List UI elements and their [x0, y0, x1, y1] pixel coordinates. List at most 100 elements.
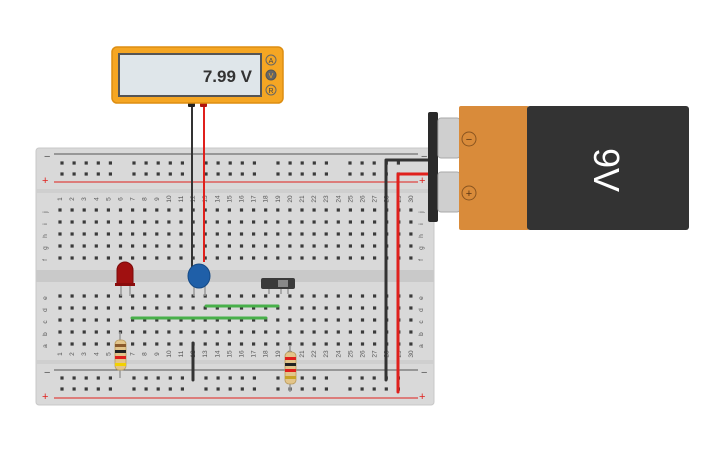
breadboard-hole[interactable] — [300, 294, 304, 298]
breadboard-hole[interactable] — [312, 172, 316, 176]
breadboard-hole[interactable] — [288, 244, 292, 248]
breadboard-hole[interactable] — [324, 220, 328, 224]
breadboard-hole[interactable] — [106, 318, 110, 322]
breadboard-hole[interactable] — [360, 232, 365, 236]
breadboard-hole[interactable] — [179, 318, 183, 322]
breadboard-hole[interactable] — [300, 342, 304, 346]
breadboard-hole[interactable] — [288, 318, 292, 322]
breadboard-hole[interactable] — [132, 172, 136, 176]
breadboard-hole[interactable] — [312, 232, 316, 236]
breadboard-hole[interactable] — [179, 330, 183, 334]
breadboard-hole[interactable] — [94, 330, 98, 334]
breadboard-hole[interactable] — [276, 330, 280, 334]
breadboard-hole[interactable] — [360, 161, 364, 165]
breadboard-hole[interactable] — [288, 342, 292, 346]
breadboard-hole[interactable] — [191, 208, 195, 212]
breadboard-hole[interactable] — [179, 208, 183, 212]
breadboard-hole[interactable] — [144, 387, 148, 391]
breadboard-hole[interactable] — [348, 244, 352, 248]
breadboard-hole[interactable] — [276, 387, 280, 391]
breadboard-hole[interactable] — [191, 330, 195, 334]
breadboard-hole[interactable] — [131, 318, 135, 322]
breadboard-hole[interactable] — [167, 244, 171, 248]
breadboard-hole[interactable] — [372, 172, 376, 176]
breadboard-hole[interactable] — [373, 294, 377, 298]
breadboard-hole[interactable] — [204, 376, 208, 380]
mode-button-a[interactable]: A — [265, 54, 277, 66]
breadboard-hole[interactable] — [106, 244, 110, 248]
breadboard-hole[interactable] — [324, 161, 328, 165]
breadboard-hole[interactable] — [264, 318, 268, 322]
breadboard-hole[interactable] — [203, 342, 207, 346]
breadboard-hole[interactable] — [204, 387, 208, 391]
breadboard-hole[interactable] — [300, 387, 304, 391]
breadboard-hole[interactable] — [252, 244, 256, 248]
breadboard-hole[interactable] — [131, 294, 135, 298]
breadboard-hole[interactable] — [132, 376, 136, 380]
breadboard-hole[interactable] — [215, 318, 219, 322]
breadboard-hole[interactable] — [324, 172, 328, 176]
breadboard-hole[interactable] — [288, 256, 292, 260]
breadboard-hole[interactable] — [70, 330, 74, 334]
breadboard-hole[interactable] — [70, 256, 74, 260]
breadboard-hole[interactable] — [348, 387, 352, 391]
breadboard-hole[interactable] — [288, 208, 292, 212]
breadboard-hole[interactable] — [252, 232, 256, 236]
breadboard-hole[interactable] — [180, 376, 184, 380]
breadboard-hole[interactable] — [132, 161, 136, 165]
breadboard-hole[interactable] — [82, 294, 86, 298]
breadboard-hole[interactable] — [348, 306, 352, 310]
breadboard-hole[interactable] — [252, 294, 256, 298]
breadboard-hole[interactable] — [167, 220, 171, 224]
breadboard-hole[interactable] — [240, 172, 244, 176]
breadboard-hole[interactable] — [360, 220, 365, 224]
breadboard-hole[interactable] — [324, 256, 328, 260]
breadboard-hole[interactable] — [179, 232, 183, 236]
breadboard-hole[interactable] — [348, 318, 352, 322]
breadboard-hole[interactable] — [276, 342, 280, 346]
breadboard-hole[interactable] — [312, 294, 316, 298]
breadboard-hole[interactable] — [70, 318, 74, 322]
breadboard-hole[interactable] — [227, 232, 231, 236]
breadboard-hole[interactable] — [82, 220, 86, 224]
breadboard-hole[interactable] — [168, 172, 172, 176]
breadboard-hole[interactable] — [156, 161, 160, 165]
breadboard-hole[interactable] — [60, 376, 64, 380]
breadboard-hole[interactable] — [155, 330, 159, 334]
breadboard-hole[interactable] — [252, 220, 256, 224]
breadboard-hole[interactable] — [168, 387, 172, 391]
breadboard-hole[interactable] — [227, 256, 231, 260]
breadboard-hole[interactable] — [239, 232, 244, 236]
breadboard-hole[interactable] — [288, 294, 292, 298]
breadboard-hole[interactable] — [360, 330, 365, 334]
breadboard-hole[interactable] — [336, 342, 340, 346]
breadboard-hole[interactable] — [264, 208, 268, 212]
breadboard-hole[interactable] — [312, 318, 316, 322]
breadboard-hole[interactable] — [252, 161, 256, 165]
breadboard-hole[interactable] — [336, 208, 340, 212]
multimeter[interactable]: 7.99 V A V R — [111, 46, 284, 104]
breadboard-hole[interactable] — [360, 256, 365, 260]
breadboard-hole[interactable] — [240, 161, 244, 165]
breadboard-hole[interactable] — [204, 172, 208, 176]
breadboard-hole[interactable] — [288, 306, 292, 310]
breadboard-hole[interactable] — [58, 318, 62, 322]
breadboard-hole[interactable] — [215, 208, 219, 212]
breadboard-hole[interactable] — [360, 318, 365, 322]
breadboard-hole[interactable] — [324, 244, 328, 248]
breadboard-hole[interactable] — [409, 232, 413, 236]
breadboard-hole[interactable] — [58, 294, 62, 298]
breadboard-hole[interactable] — [239, 244, 244, 248]
breadboard-hole[interactable] — [227, 208, 231, 212]
breadboard-hole[interactable] — [167, 256, 171, 260]
breadboard-hole[interactable] — [276, 220, 280, 224]
breadboard-hole[interactable] — [252, 318, 256, 322]
breadboard-hole[interactable] — [58, 256, 62, 260]
breadboard-hole[interactable] — [360, 387, 364, 391]
breadboard-hole[interactable] — [276, 376, 280, 380]
breadboard-hole[interactable] — [312, 342, 316, 346]
breadboard-hole[interactable] — [264, 256, 268, 260]
breadboard-hole[interactable] — [94, 220, 98, 224]
breadboard-hole[interactable] — [372, 387, 376, 391]
breadboard-hole[interactable] — [300, 208, 304, 212]
